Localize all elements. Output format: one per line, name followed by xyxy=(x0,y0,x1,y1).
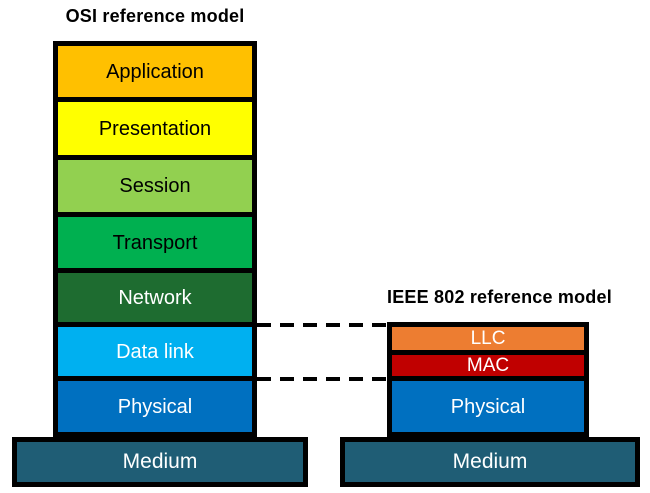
osi-layer-transport: Transport xyxy=(58,217,252,268)
ieee802-model-title: IEEE 802 reference model xyxy=(387,287,612,307)
osi-layer-network: Network xyxy=(58,273,252,322)
osi-layer-presentation: Presentation xyxy=(58,102,252,155)
dashed-connector-top xyxy=(257,323,387,327)
osi-layer-physical: Physical xyxy=(58,381,252,432)
osi-medium-box: Medium xyxy=(12,437,308,487)
ieee-layer-llc: LLC xyxy=(392,327,584,350)
dashed-connector-bottom xyxy=(257,377,387,381)
ieee-layer-mac: MAC xyxy=(392,355,584,376)
osi-layer-stack: Application Presentation Session Transpo… xyxy=(53,41,257,437)
osi-layer-data-link: Data link xyxy=(58,327,252,376)
ieee-layer-physical: Physical xyxy=(392,381,584,432)
osi-layer-application: Application xyxy=(58,46,252,97)
ieee802-layer-stack: LLC MAC Physical xyxy=(387,322,589,437)
osi-model-title: OSI reference model xyxy=(65,6,245,26)
ieee-medium-box: Medium xyxy=(340,437,640,487)
osi-layer-session: Session xyxy=(58,160,252,212)
